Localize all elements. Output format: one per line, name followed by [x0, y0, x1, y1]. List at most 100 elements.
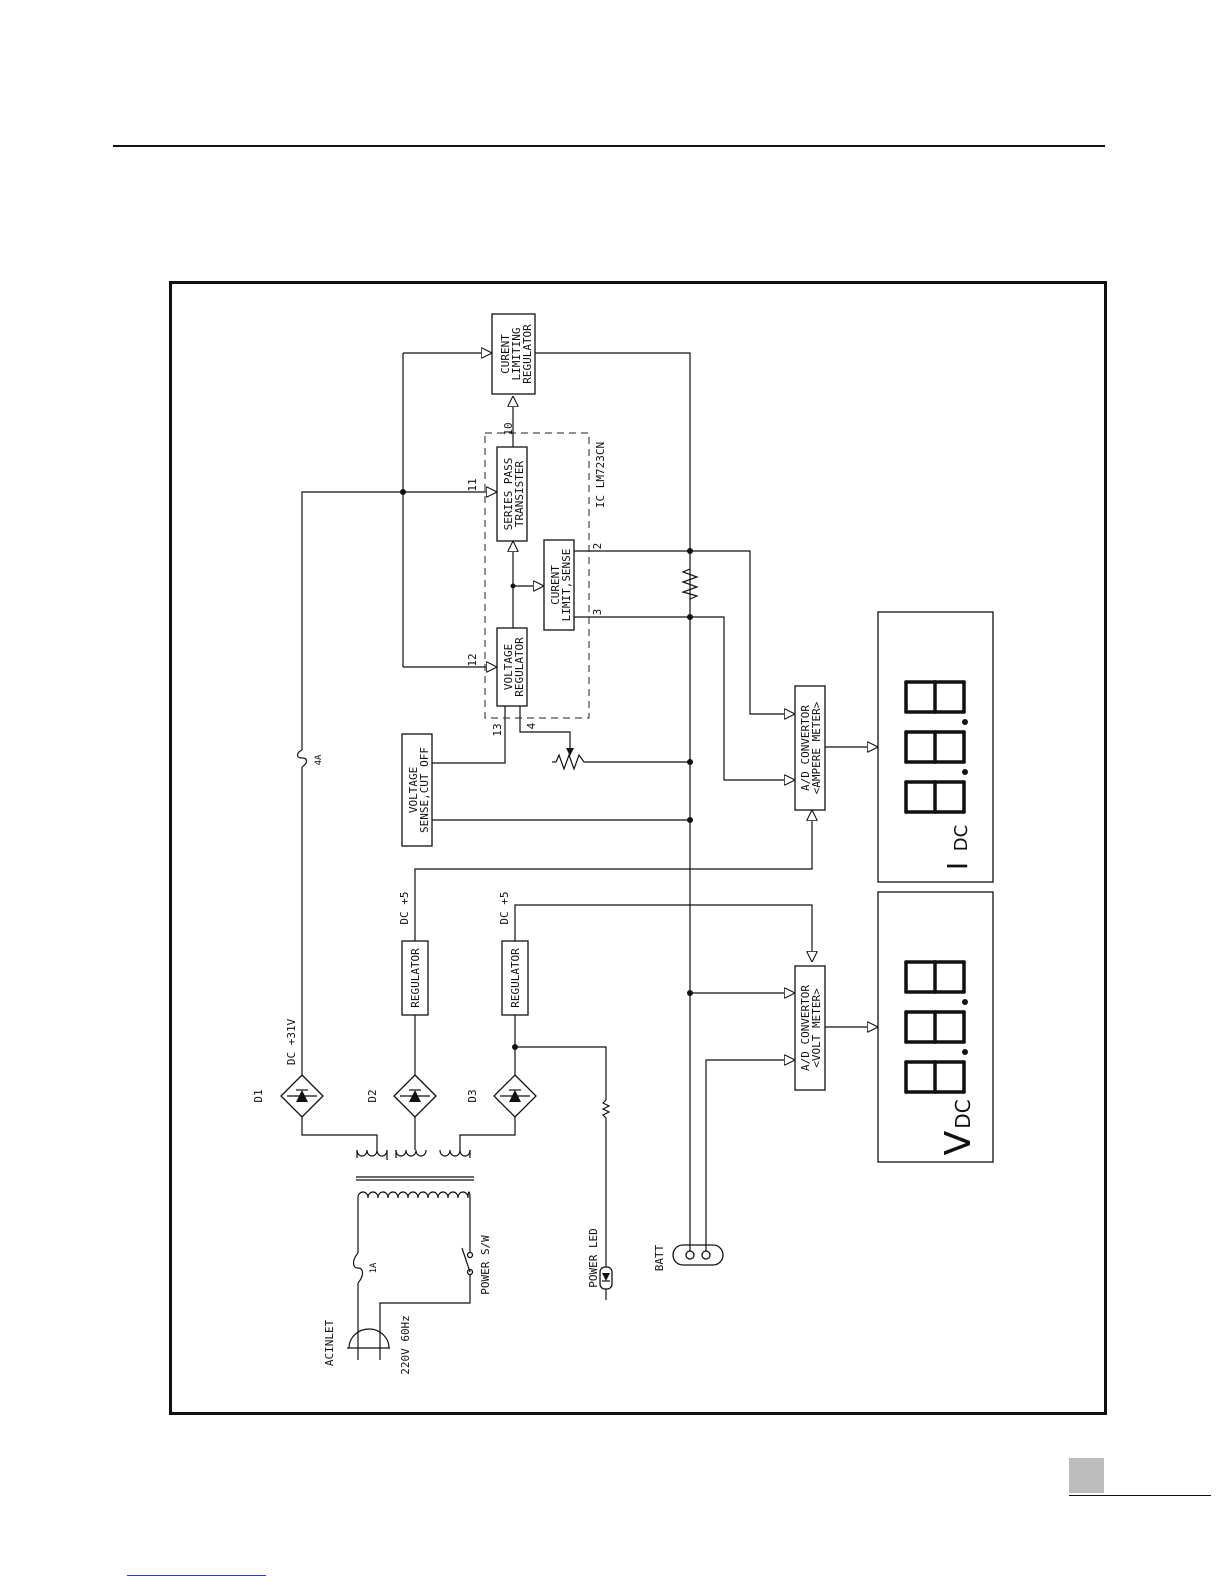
clr-line-1: CURENT	[499, 334, 512, 374]
volt-meter-digits	[904, 960, 968, 1094]
led-resistor	[601, 1099, 611, 1119]
dc31-label: DC +31V	[285, 1018, 298, 1065]
switch-contact	[466, 1251, 474, 1259]
ic-lm723cn-boundary	[484, 432, 590, 719]
wire-switch-return	[379, 1272, 471, 1332]
ad-ampere-line-2: <AMPERE METER>	[810, 701, 823, 794]
pin-3: 3	[591, 609, 604, 616]
pin-11: 11	[466, 478, 479, 491]
wire-d1-sec	[301, 1117, 378, 1150]
pin-10: 10	[502, 422, 515, 435]
wire-dc5-volt	[514, 904, 812, 962]
regulator-block-2	[501, 940, 529, 1016]
ad-volt-line-1: A/D CONVERTOR	[799, 985, 812, 1071]
d3-label: D3	[466, 1089, 479, 1102]
current-limit-sense-block	[543, 539, 575, 631]
ampere-unit-sub: DC	[951, 825, 972, 851]
cls-line-1: CURENT	[549, 565, 562, 605]
junction	[687, 548, 693, 554]
spt-line-2: TRANSISTER	[513, 461, 526, 528]
footer-link-underline[interactable]	[127, 1575, 266, 1576]
power-led-icon	[599, 1266, 613, 1290]
vsense-line-2: SENSE,CUT OFF	[418, 747, 431, 833]
junction	[400, 489, 406, 495]
wire-dc5-ampere	[414, 810, 812, 941]
page-corner-rule	[1069, 1495, 1211, 1496]
wire-pin3	[573, 616, 795, 780]
vreg-line-2: REGULATOR	[513, 637, 526, 697]
current-limiting-regulator-block	[491, 313, 536, 395]
vreg-line-1: VOLTAGE	[502, 644, 515, 690]
ampere-unit-main: I	[941, 862, 974, 870]
power-led-label: POWER LED	[587, 1228, 600, 1288]
ad-convertor-volt-block	[794, 965, 826, 1091]
series-pass-transistor-block	[496, 446, 528, 542]
junction	[687, 990, 693, 996]
voltage-regulator-block	[496, 627, 528, 707]
pin-12: 12	[466, 653, 479, 666]
junction	[687, 817, 693, 823]
pin-2: 2	[591, 543, 604, 550]
spt-line-1: SERIES PASS	[502, 458, 515, 531]
transformer	[356, 1149, 474, 1199]
dc5-label-2: DC +5	[498, 891, 511, 924]
ac-inlet-icon	[347, 1328, 390, 1360]
battery-connector	[672, 1235, 724, 1266]
bridge-rectifier-d1	[280, 1074, 324, 1118]
acinlet-label: ACINLET	[323, 1319, 336, 1366]
fuse-4a-label: 4A	[314, 754, 324, 765]
clr-line-3: REGULATOR	[521, 324, 534, 384]
junction	[512, 1044, 518, 1050]
ampere-meter-digits	[904, 680, 968, 814]
wire-pin13	[432, 706, 506, 764]
ad-ampere-line-1: A/D CONVERTOR	[799, 705, 812, 791]
regulator-block-1	[401, 940, 429, 1016]
ampere-digit-decimal-point	[962, 769, 968, 775]
primary-winding	[357, 1191, 471, 1199]
bridge-rectifier-d2	[393, 1074, 437, 1118]
batt-label: BATT	[653, 1244, 666, 1271]
bridge-rectifier-d3	[493, 1074, 537, 1118]
pin-13: 13	[491, 723, 504, 736]
vsense-line-1: VOLTAGE	[407, 767, 420, 813]
volt-digit-decimal-point	[962, 1049, 968, 1055]
ampere-digit-decimal-point	[962, 719, 968, 725]
volt-unit-main: V	[938, 1130, 979, 1155]
diagram-frame	[169, 281, 1107, 1415]
fuse-1a-label: 1A	[369, 1262, 379, 1273]
d2-label: D2	[366, 1089, 379, 1102]
power-sw-label: POWER S/W	[479, 1235, 492, 1295]
wire-pin2	[573, 550, 795, 714]
secondary-winding-2	[395, 1149, 427, 1157]
ad-volt-line-2: <VOLT METER>	[810, 988, 823, 1068]
secondary-winding-3	[439, 1149, 471, 1157]
cls-line-2: LIMIT,SENSE	[560, 549, 573, 622]
dc5-label-1: DC +5	[398, 891, 411, 924]
mains-rating-label: 220V 60Hz	[399, 1315, 412, 1375]
main-output-bus	[535, 352, 691, 1235]
volt-digit-decimal-point	[962, 999, 968, 1005]
top-rule	[113, 145, 1105, 147]
text-labels: CURENT LIMITING REGULATOR SERIES PASS TR…	[252, 324, 979, 1375]
volt-unit-sub: DC	[951, 1099, 975, 1128]
junction	[687, 759, 693, 765]
ad-convertor-ampere-block	[794, 685, 826, 811]
shunt-resistor	[681, 568, 699, 600]
ic-label: IC LM723CN	[594, 442, 607, 508]
pin-4: 4	[525, 722, 538, 729]
fuse-1a	[352, 1252, 364, 1284]
clr-line-2: LIMITING	[510, 328, 523, 381]
page-corner-marker	[1069, 1458, 1104, 1493]
wire-d3-sec	[459, 1117, 516, 1150]
power-switch-blade	[461, 1247, 471, 1273]
potentiometer	[555, 753, 585, 771]
junction	[687, 614, 693, 620]
regulator-1-label: REGULATOR	[409, 948, 422, 1008]
pot-wiper-arrow	[566, 748, 574, 756]
wiring	[301, 352, 878, 1332]
d1-label: D1	[252, 1089, 265, 1102]
voltage-sense-cutoff-block	[401, 733, 433, 847]
wire-batt-volt	[705, 1060, 795, 1235]
fuse-4a	[296, 749, 308, 768]
